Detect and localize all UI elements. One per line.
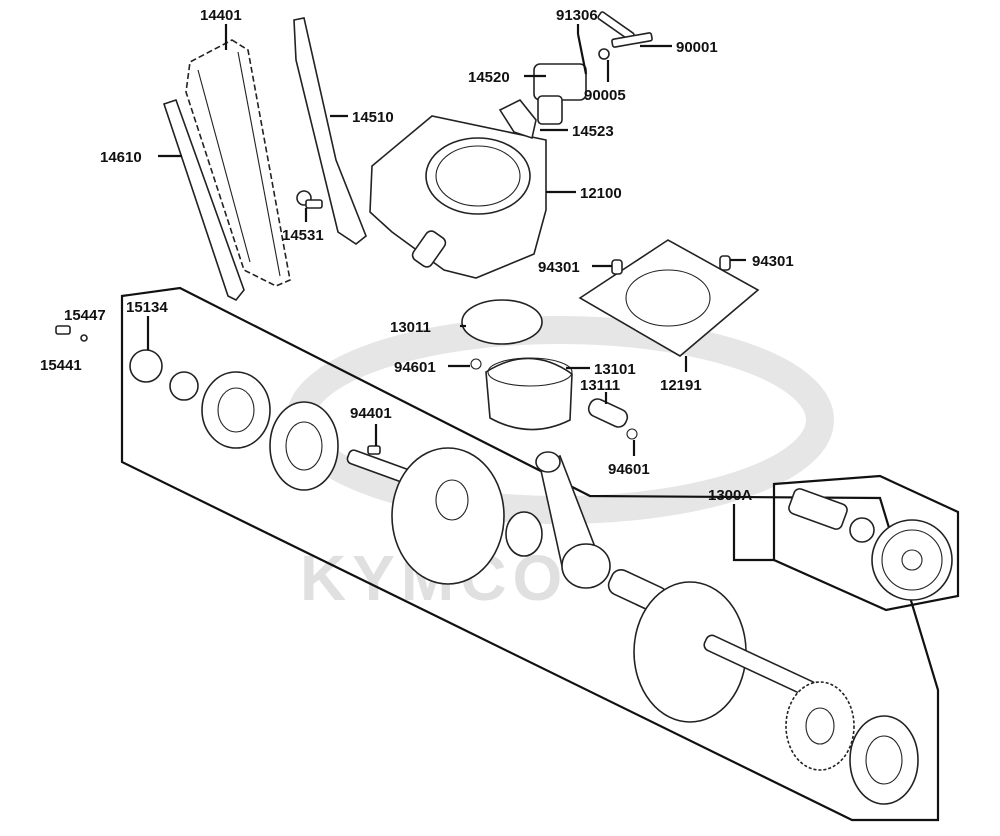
cam-chain-tensioner bbox=[533, 63, 587, 125]
tensioner-gasket bbox=[498, 98, 537, 140]
label-14610: 14610 bbox=[100, 149, 142, 166]
label-12191: 12191 bbox=[660, 377, 702, 394]
piston-pin-clip-right bbox=[626, 428, 638, 440]
cam-sprocket bbox=[129, 349, 163, 383]
label-90001: 90001 bbox=[676, 39, 718, 56]
cylinder-block bbox=[369, 115, 547, 279]
woodruff-key bbox=[367, 445, 381, 455]
label-13101: 13101 bbox=[594, 361, 636, 378]
right-crank-half bbox=[633, 581, 817, 723]
piston-pin bbox=[587, 398, 629, 428]
label-14510: 14510 bbox=[352, 109, 394, 126]
label-94301-left: 94301 bbox=[538, 259, 580, 276]
spacer-ring bbox=[169, 371, 199, 401]
label-14531: 14531 bbox=[282, 227, 324, 244]
label-15134: 15134 bbox=[126, 299, 168, 316]
piston-pin-clip-left bbox=[470, 358, 482, 370]
label-91306: 91306 bbox=[556, 7, 598, 24]
cam-chain bbox=[185, 39, 291, 287]
crankshaft-assembly-frame bbox=[120, 286, 940, 822]
dowel-pin-right bbox=[719, 255, 731, 271]
connecting-rod bbox=[535, 451, 611, 589]
leader-lines bbox=[146, 24, 774, 562]
label-94301-right: 94301 bbox=[752, 253, 794, 270]
label-14401: 14401 bbox=[200, 7, 242, 24]
label-14523: 14523 bbox=[572, 123, 614, 140]
label-13011: 13011 bbox=[390, 319, 431, 336]
label-14520: 14520 bbox=[468, 69, 510, 86]
left-bearing bbox=[201, 371, 271, 449]
dowel-pin-left bbox=[611, 259, 623, 275]
label-1300A: 1300A bbox=[708, 487, 752, 504]
label-90005: 90005 bbox=[584, 87, 626, 104]
left-oil-seal bbox=[269, 401, 339, 491]
cylinder-gasket bbox=[578, 239, 760, 357]
label-13111: 13111 bbox=[580, 377, 620, 394]
bolt-14531 bbox=[296, 190, 323, 209]
piston-ring bbox=[461, 299, 543, 345]
label-15447: 15447 bbox=[64, 307, 106, 324]
label-94601-left: 94601 bbox=[394, 359, 436, 376]
piston bbox=[485, 357, 573, 431]
sub-assembly-parts bbox=[788, 488, 953, 601]
label-15441: 15441 bbox=[40, 357, 82, 374]
pin-15441 bbox=[55, 325, 88, 342]
label-12100: 12100 bbox=[580, 185, 622, 202]
right-bearing bbox=[849, 715, 919, 805]
left-crank-half bbox=[346, 447, 505, 585]
chain-guide bbox=[162, 98, 245, 302]
tensioner-blade bbox=[293, 17, 367, 245]
bolts-group-top bbox=[576, 11, 653, 75]
label-94401: 94401 bbox=[350, 405, 392, 422]
drive-gear bbox=[785, 681, 855, 771]
label-94601-right: 94601 bbox=[608, 461, 650, 478]
small-bearing bbox=[505, 511, 543, 557]
